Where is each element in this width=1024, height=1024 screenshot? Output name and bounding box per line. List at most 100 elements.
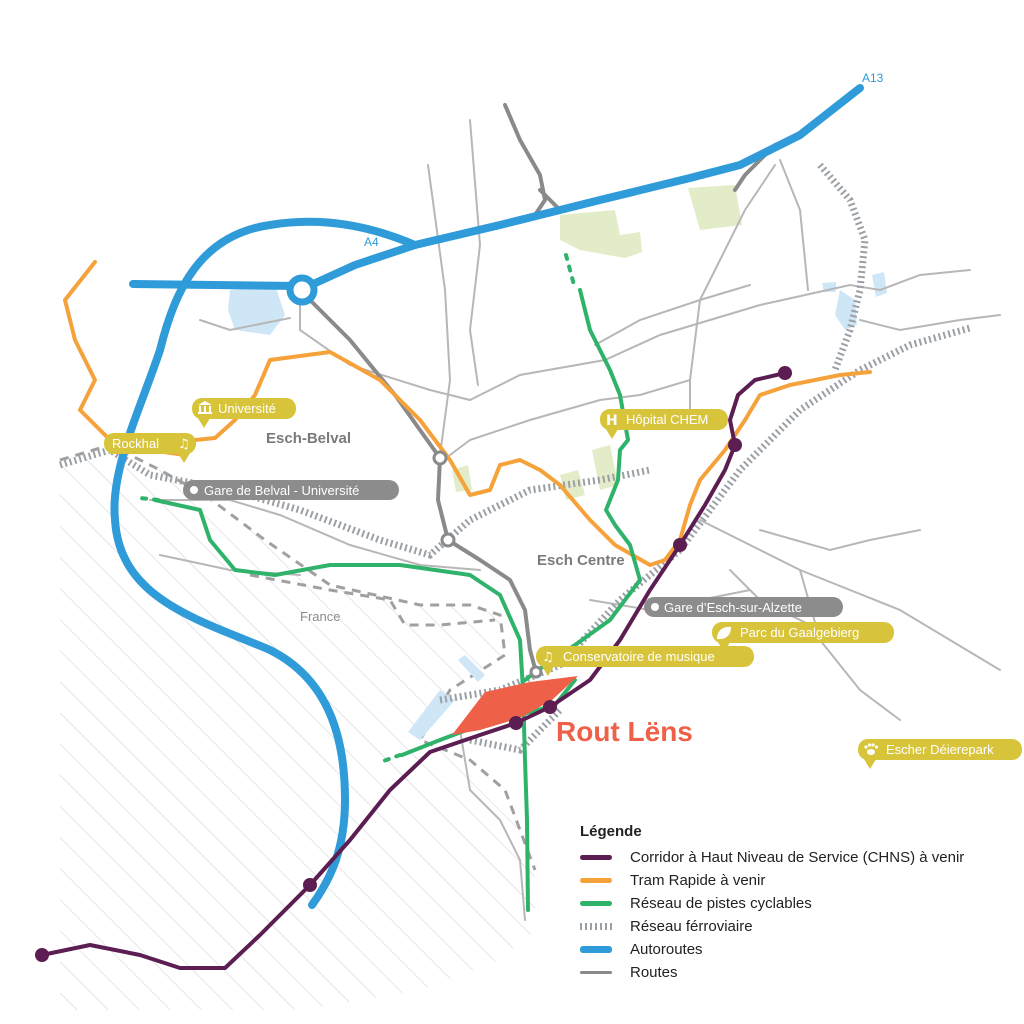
road (699, 164, 776, 301)
hospital-h-icon: H (606, 413, 618, 429)
road (469, 269, 971, 401)
station-label-esch: Gare d’Esch-sur-Alzette (664, 600, 802, 615)
main-road-north (503, 103, 547, 217)
chns-stop (728, 438, 742, 452)
leaf-icon (717, 626, 731, 640)
rail-line (58, 446, 651, 559)
road-interchange (529, 665, 543, 679)
poi-hopital-chem[interactable]: H Hôpital CHEM (600, 409, 728, 439)
poi-label-rockhal: Rockhal (112, 436, 159, 451)
legend-label: Autoroutes (630, 941, 703, 958)
road (449, 439, 471, 456)
bike-path (376, 753, 402, 765)
chns-stops (35, 366, 792, 962)
border-line (59, 443, 537, 871)
paw-icon (864, 743, 879, 755)
chns-stop (673, 538, 687, 552)
legend-label: Routes (630, 964, 678, 981)
poi-conservatoire[interactable]: ♫ Conservatoire de musique (536, 646, 754, 676)
highways (110, 84, 864, 909)
highway-a13 (296, 84, 864, 294)
legend-item-bike: Réseau de pistes cyclables (580, 892, 1000, 915)
legend-item-chns: Corridor à Haut Niveau de Service (CHNS)… (580, 846, 1000, 869)
bike-path (564, 253, 576, 287)
highway-interchange (286, 274, 318, 306)
water-area (872, 272, 887, 297)
road (459, 729, 526, 921)
poi-parc-gaalgebierg[interactable]: Parc du Gaalgebierg (712, 622, 894, 652)
bike-path (138, 496, 160, 502)
road (759, 529, 921, 552)
road (689, 299, 701, 421)
poi-rockhal[interactable]: Rockhal ♫ (104, 433, 196, 463)
bike-path (578, 288, 642, 582)
station-gare-belval[interactable]: Gare de Belval - Université (183, 480, 399, 500)
railway (58, 162, 971, 754)
station-gare-esch[interactable]: Gare d’Esch-sur-Alzette (644, 597, 843, 617)
legend-title: Légende (580, 823, 642, 840)
water-area (835, 290, 857, 330)
chns-stop (778, 366, 792, 380)
legend-swatch-bike (580, 901, 612, 906)
legend-label: Tram Rapide à venir (630, 872, 766, 889)
road (469, 379, 691, 441)
highway-west (129, 280, 304, 290)
legend-item-roads: Routes (580, 961, 1000, 984)
legend-item-highway: Autoroutes (580, 938, 1000, 961)
water-area (458, 655, 485, 682)
road (199, 317, 291, 332)
poi-label-parc: Parc du Gaalgebierg (740, 625, 859, 640)
legend-label: Corridor à Haut Niveau de Service (CHNS)… (630, 849, 965, 866)
road-interchange (432, 450, 448, 466)
legend-item-rail: Réseau férroviaire (580, 915, 1000, 938)
road (779, 159, 809, 291)
water-area (228, 285, 285, 335)
chns-stop (303, 878, 317, 892)
water-area (408, 690, 455, 740)
main-road-ramp (538, 188, 562, 212)
station-dot-icon (651, 603, 659, 611)
poi-label-hopital: Hôpital CHEM (626, 412, 708, 427)
poi-label-deierepark: Escher Déierepark (886, 742, 994, 757)
legend-swatch-roads (580, 971, 612, 974)
poi-universite[interactable]: Université (192, 398, 296, 428)
legend-swatch-chns (580, 855, 612, 860)
road (799, 569, 901, 721)
station-label-belval: Gare de Belval - Université (204, 483, 359, 498)
music-note-icon: ♫ (542, 650, 554, 665)
road (594, 284, 751, 346)
chns-stop (509, 716, 523, 730)
chns-stop (35, 948, 49, 962)
park-area (688, 185, 742, 230)
rail-line (469, 707, 563, 754)
chns-stop (543, 700, 557, 714)
poi-label-conservatoire: Conservatoire de musique (563, 649, 715, 664)
highway-label-a13: A13 (862, 71, 884, 85)
area-label-rout-lens: Rout Lëns (556, 716, 693, 747)
road (699, 519, 1001, 671)
park-area (560, 210, 642, 258)
rout-lens-site (452, 676, 578, 735)
legend: Légende Corridor à Haut Niveau de Servic… (580, 823, 1000, 984)
water-bodies (228, 272, 887, 740)
road-interchange (440, 532, 456, 548)
music-note-icon: ♫ (178, 437, 190, 452)
museum-icon (198, 401, 212, 414)
bike-path (153, 498, 530, 912)
station-dot-icon (190, 486, 198, 494)
legend-swatch-rail (580, 923, 612, 930)
area-label-france: France (300, 609, 340, 624)
rail-line (817, 162, 869, 372)
road (427, 164, 452, 456)
legend-label: Réseau férroviaire (630, 918, 753, 935)
poi-label-universite: Université (218, 401, 276, 416)
road (859, 314, 1001, 332)
highway-label-a4: A4 (364, 235, 379, 249)
highway-a4 (110, 217, 419, 909)
area-label-esch-centre: Esch Centre (537, 552, 625, 569)
park-area (592, 445, 618, 490)
legend-item-tram: Tram Rapide à venir (580, 869, 1000, 892)
border-line-2 (249, 573, 496, 627)
legend-swatch-highway (580, 946, 612, 953)
poi-escher-deierepark[interactable]: Escher Déierepark (858, 739, 1022, 769)
